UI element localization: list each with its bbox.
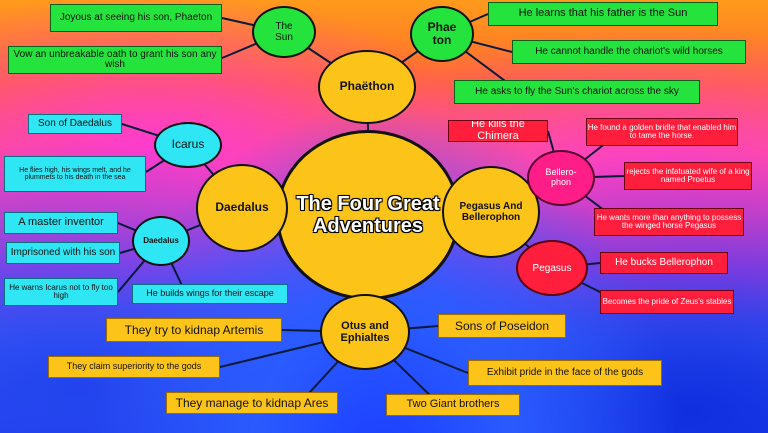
phaeton-label: Phae ton — [427, 19, 457, 47]
fact-two-giant-brothers: Two Giant brothers — [386, 394, 520, 416]
the-sun-label: The Sun — [275, 21, 293, 43]
fact-claim-superiority: They claim superiority to the gods — [48, 356, 220, 378]
icarus-label: Icarus — [171, 137, 205, 152]
bellerophon-node[interactable]: Bellero-phon — [527, 150, 595, 206]
fact-phaeton-learns: He learns that his father is the Sun — [488, 2, 718, 26]
fact-kidnap-ares: They manage to kidnap Ares — [166, 392, 338, 414]
otus-ephialtes-label: Otus and Ephialtes — [340, 319, 390, 344]
fact-builds-wings: He builds wings for their escape — [132, 284, 288, 304]
fact-rejects-wife: rejects the infatuated wife of a king na… — [624, 162, 752, 190]
fact-son-of-daedalus: Son of Daedalus — [28, 114, 122, 134]
fact-sun-joyous: Joyous at seeing his son, Phaeton — [50, 4, 222, 32]
pegasus-bellerophon-label: Pegasus And Bellerophon — [459, 201, 523, 223]
daedalus-label: Daedalus — [215, 200, 269, 215]
fact-golden-bridle: He found a golden bridle that enabled hi… — [586, 118, 738, 146]
fact-master-inventor: A master inventor — [4, 212, 118, 234]
fact-kills-chimera: He kills the Chimera — [448, 120, 548, 142]
pegasus-label: Pegasus — [532, 262, 572, 274]
fact-phaeton-asks-fly: He asks to fly the Sun's chariot across … — [454, 80, 700, 104]
fact-exhibit-pride: Exhibit pride in the face of the gods — [468, 360, 662, 386]
fact-warns-icarus: He warns Icarus not to fly too high — [4, 278, 118, 306]
icarus-node[interactable]: Icarus — [154, 122, 222, 168]
fact-bucks-bellerophon: He bucks Bellerophon — [600, 252, 728, 274]
center-node[interactable]: The Four Great Adventures — [276, 130, 460, 300]
daedalus-small-node[interactable]: Daedalus — [132, 216, 190, 266]
center-title: The Four Great Adventures — [296, 193, 440, 237]
the-sun-node[interactable]: The Sun — [252, 6, 316, 58]
fact-wants-pegasus: He wants more than anything to possess t… — [594, 208, 744, 236]
fact-icarus-plummets: He flies high, his wings melt, and he pl… — [4, 156, 146, 192]
pegasus-bellerophon-node[interactable]: Pegasus And Bellerophon — [442, 166, 540, 258]
fact-kidnap-artemis: They try to kidnap Artemis — [106, 318, 282, 342]
phaeton-node[interactable]: Phae ton — [410, 6, 474, 62]
fact-zeus-stables: Becomes the pride of Zeus's stables — [600, 290, 734, 314]
phaethon-label: Phaëthon — [339, 79, 395, 94]
phaethon-node[interactable]: Phaëthon — [318, 50, 416, 124]
fact-imprisoned: Imprisoned with his son — [6, 242, 120, 264]
bellerophon-label: Bellero-phon — [545, 167, 577, 187]
otus-ephialtes-node[interactable]: Otus and Ephialtes — [320, 294, 410, 370]
daedalus-node[interactable]: Daedalus — [196, 164, 288, 252]
fact-sons-of-poseidon: Sons of Poseidon — [438, 314, 566, 338]
fact-sun-oath: Vow an unbreakable oath to grant his son… — [8, 46, 222, 74]
daedalus-small-label: Daedalus — [143, 235, 179, 245]
pegasus-node[interactable]: Pegasus — [516, 240, 588, 296]
fact-phaeton-cannot-handle: He cannot handle the chariot's wild hors… — [512, 40, 746, 64]
